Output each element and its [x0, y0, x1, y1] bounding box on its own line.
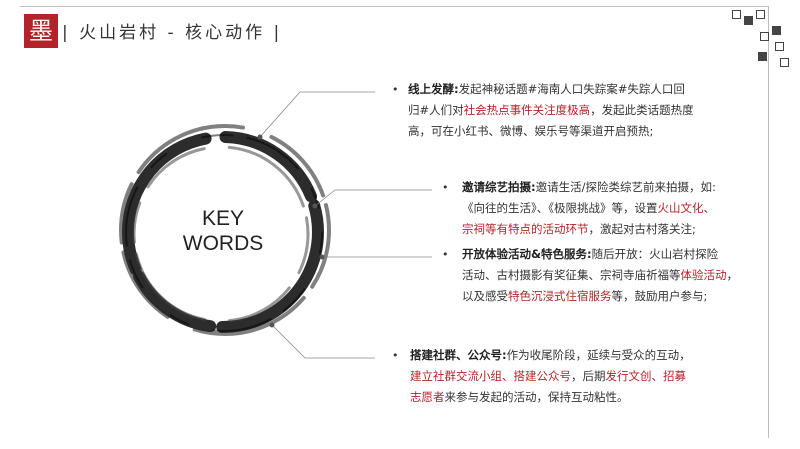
connector-dot-3 [319, 254, 325, 260]
key-words-line-2: WORDS [182, 232, 264, 255]
body-text: 发起神秘话题#海南人口失踪案#失踪人口回 [458, 82, 685, 96]
highlight-text: 体验活动 [680, 268, 727, 282]
deco-square [775, 42, 784, 51]
connector-dot-4 [269, 322, 275, 328]
item-line: 线上发酵:发起神秘话题#海南人口失踪案#失踪人口回 [408, 79, 728, 100]
highlight-text: 志愿者 [410, 390, 445, 404]
body-text: 《向往的生活》、《极限挑战》等，设置 [462, 201, 658, 215]
item-line: 《向往的生活》、《极限挑战》等，设置火山文化、 [462, 198, 762, 219]
item-line: 志愿者来参与发起的活动，保持互动粘性。 [410, 387, 730, 408]
connector-lines [259, 91, 432, 359]
body-text: 邀请生活/探险类综艺前来拍摄，如: [535, 180, 716, 194]
bullet: • [442, 248, 449, 261]
deco-square [758, 52, 767, 61]
frame-top-line [20, 6, 768, 7]
body-text: ，激起对古村落关注; [588, 222, 696, 236]
highlight-text: 建立社群交流小组、搭建公众号 [410, 369, 571, 383]
logo-char: 墨 [29, 17, 53, 45]
item-line: 搭建社群、公众号:作为收尾阶段，延续与受众的互动， [410, 345, 730, 366]
body-text: 作为收尾阶段，延续与受众的互动， [506, 348, 691, 362]
connector-line-4 [271, 324, 375, 359]
body-text: 随后开放：火山岩村探险 [591, 247, 719, 261]
bullet: • [392, 83, 399, 96]
item-line: 建立社群交流小组、搭建公众号，后期发行文创、招募 [410, 366, 730, 387]
body-text: 归#人们对 [408, 103, 464, 117]
page-title: | 火山岩村 - 核心动作 | [62, 23, 283, 43]
deco-square [732, 10, 741, 19]
item-line: 活动、古村摄影有奖征集、宗祠寺庙祈福等体验活动， [462, 265, 762, 286]
deco-square [744, 16, 753, 25]
connector-dot-1 [257, 134, 263, 140]
key-words-line-1: KEY [201, 207, 245, 230]
deco-square [780, 58, 789, 67]
item-line: 归#人们对社会热点事件关注度极高，发起此类话题热度 [408, 100, 728, 121]
frame-right-line [768, 6, 769, 438]
highlight-text: 特色沉浸式住宿服务 [508, 289, 612, 303]
highlight-text: 火山文化、 [657, 201, 716, 215]
highlight-text: 社会热点事件关注度极高 [463, 103, 591, 117]
bullet: • [392, 349, 399, 362]
deco-square [772, 26, 781, 35]
body-text: 高，可在小红书、微博、娱乐号等渠道开启预热; [408, 124, 654, 138]
highlight-text: 宗祠等有特点的活动环节 [462, 222, 589, 236]
highlight-text: 发行文创、招募 [605, 369, 687, 383]
ink-logo: 墨 [24, 14, 58, 48]
key-words-label: KEY WORDS [168, 206, 278, 256]
action-item-4: 搭建社群、公众号:作为收尾阶段，延续与受众的互动， 建立社群交流小组、搭建公众号… [410, 345, 730, 408]
action-item-2: 邀请综艺拍摄:邀请生活/探险类综艺前来拍摄，如: 《向往的生活》、《极限挑战》等… [462, 177, 762, 240]
ink-brush-ring [119, 124, 331, 336]
item-text: 发起神秘话题#海南人口失踪案#失踪人口回 [459, 82, 685, 96]
item-text: 随后开放：火山岩村探险 [592, 247, 719, 261]
item-label: 开放体验活动&特色服务: [462, 247, 592, 261]
deco-square [760, 32, 769, 41]
item-line: 开放体验活动&特色服务:随后开放：火山岩村探险 [462, 244, 762, 265]
connector-line-1 [259, 91, 375, 138]
body-text: 等，鼓励用户参与; [611, 289, 708, 303]
item-line: 高，可在小红书、微博、娱乐号等渠道开启预热; [408, 121, 728, 142]
item-text: 邀请生活/探险类综艺前来拍摄，如: [536, 180, 716, 194]
body-text: 以及感受 [462, 289, 508, 303]
item-line: 以及感受特色沉浸式住宿服务等，鼓励用户参与; [462, 286, 762, 307]
body-text: ，后期 [571, 369, 606, 383]
item-line: 邀请综艺拍摄:邀请生活/探险类综艺前来拍摄，如: [462, 177, 762, 198]
item-label: 邀请综艺拍摄: [462, 180, 536, 194]
deco-square [756, 10, 765, 19]
item-label: 搭建社群、公众号: [410, 348, 507, 362]
item-text: 作为收尾阶段，延续与受众的互动， [507, 348, 691, 362]
item-line: 宗祠等有特点的活动环节，激起对古村落关注; [462, 219, 762, 240]
body-text: ，发起此类话题热度 [590, 103, 694, 117]
connector-line-2 [314, 189, 432, 207]
item-label: 线上发酵: [408, 82, 459, 96]
action-item-3: 开放体验活动&特色服务:随后开放：火山岩村探险 活动、古村摄影有奖征集、宗祠寺庙… [462, 244, 762, 307]
body-text: 活动、古村摄影有奖征集、宗祠寺庙祈福等 [462, 268, 681, 282]
action-item-1: 线上发酵:发起神秘话题#海南人口失踪案#失踪人口回 归#人们对社会热点事件关注度… [408, 79, 728, 142]
body-text: ， [726, 268, 739, 282]
connector-dots [257, 134, 325, 328]
body-text: 来参与发起的活动，保持互动粘性。 [444, 390, 629, 404]
bullet: • [442, 181, 449, 194]
connector-dot-2 [312, 203, 318, 209]
